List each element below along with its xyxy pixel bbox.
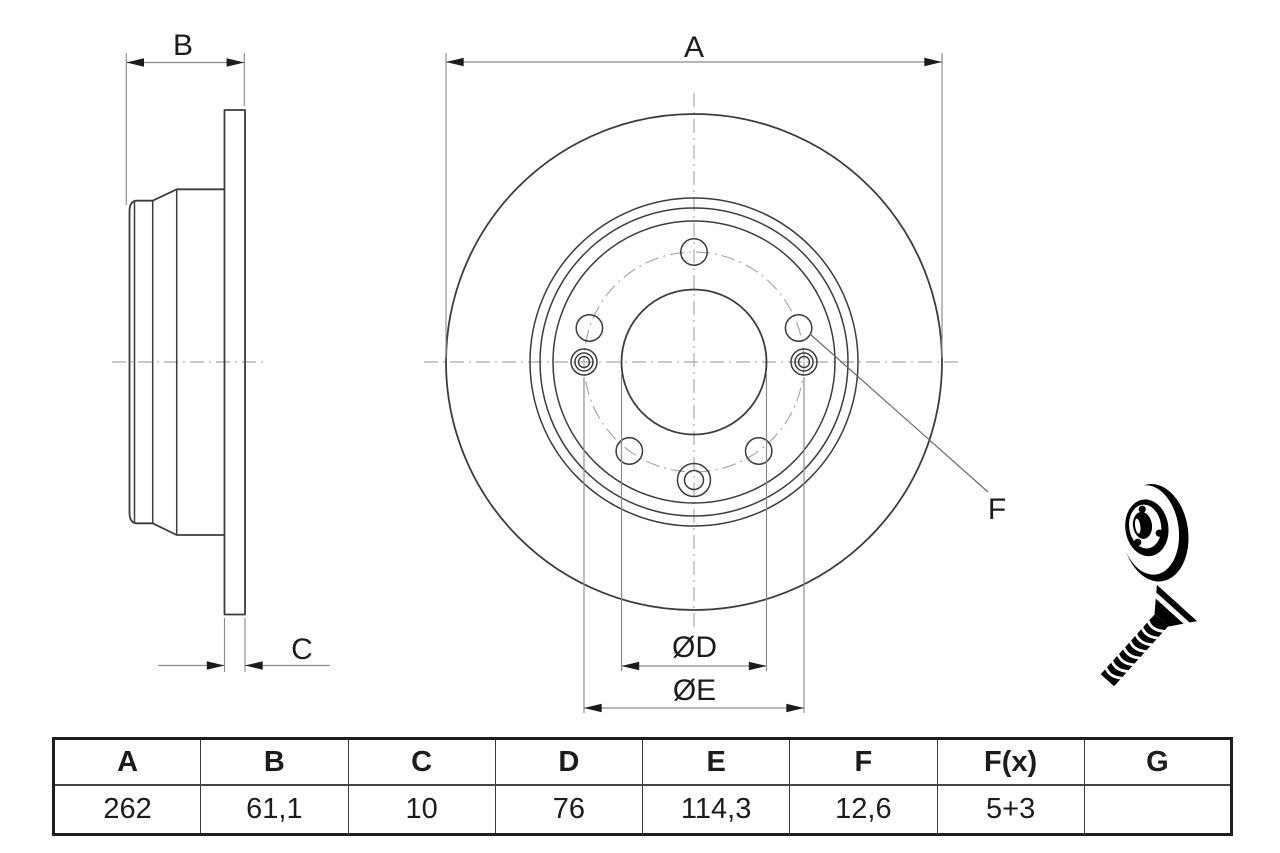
dim-e-arrow-right — [786, 703, 804, 713]
table-value-cell — [1083, 784, 1233, 835]
hub-transition-circle — [539, 207, 849, 517]
table-header-cell: G — [1083, 738, 1233, 786]
leader-f: F — [809, 333, 1006, 526]
screw-hole — [570, 348, 598, 376]
dim-d-arrow-right — [748, 661, 767, 671]
bolt-hole — [680, 238, 708, 266]
dim-d-extension-lines — [620, 372, 768, 671]
dim-e-extension-lines — [583, 377, 805, 713]
dim-b-arrow-right — [226, 58, 245, 67]
leader-f-line — [809, 333, 989, 493]
dim-b-extension-lines — [125, 53, 245, 205]
table-header-cell: D — [494, 738, 644, 786]
dim-a-arrow-right — [924, 57, 942, 67]
leader-f-label: F — [988, 493, 1006, 526]
table-header-cell: F — [789, 738, 938, 786]
centerlines — [112, 93, 963, 627]
bolt-hole — [744, 437, 773, 465]
dim-b-arrow-left — [126, 58, 144, 67]
center-bore-circle — [620, 288, 768, 436]
dim-d-arrow-left — [621, 661, 640, 671]
screw-icon — [1100, 584, 1198, 687]
table-value-cell: 114,3 — [641, 784, 791, 835]
bolt-hole — [575, 314, 604, 342]
screw-hole — [676, 462, 712, 498]
bolt-hole — [615, 437, 644, 465]
dim-e-label: ØE — [673, 674, 716, 707]
dim-a-arrow-left — [446, 57, 464, 67]
dimension-a: A — [445, 31, 943, 358]
table-header-cell: B — [200, 738, 349, 786]
table-value-cell: 10 — [347, 784, 496, 835]
outer-diameter-circle — [445, 113, 943, 611]
hub-flange-circle — [552, 220, 836, 504]
table-header-cell: F(x) — [936, 738, 1085, 786]
table-header-row: A B C D E F F(x) G — [52, 738, 1233, 786]
table-header-cell: C — [347, 738, 496, 786]
table-value-cell: 76 — [494, 784, 644, 835]
dimension-e: ØE — [583, 377, 805, 713]
table-value-cell: 61,1 — [200, 784, 349, 835]
dim-d-label: ØD — [672, 631, 717, 664]
hub-profile — [128, 188, 225, 536]
side-view — [128, 109, 246, 616]
table-value-cell: 262 — [52, 784, 202, 835]
dimension-table: A B C D E F F(x) G 262 61,1 10 76 114,3 … — [52, 737, 1233, 836]
table-value-row: 262 61,1 10 76 114,3 12,6 5+3 — [52, 784, 1233, 835]
bolt-hole — [784, 314, 813, 342]
dimension-d: ØD — [620, 372, 768, 671]
disc-plate-profile — [223, 109, 246, 616]
hub-step-lines — [133, 189, 178, 535]
screw-hole — [790, 348, 818, 376]
table-value-cell: 12,6 — [789, 784, 938, 835]
dim-c-extension-lines — [223, 618, 246, 672]
brake-disc-icon — [1120, 483, 1189, 582]
dim-c-arrow-left — [206, 661, 225, 670]
dim-b-label: B — [173, 29, 193, 62]
table-header-cell: A — [52, 738, 202, 786]
table-header-cell: E — [641, 738, 791, 786]
dim-a-extension-lines — [445, 53, 943, 358]
friction-ring-edge-circle — [529, 197, 859, 527]
bolt-circle — [583, 251, 805, 473]
dimension-b: B — [125, 29, 245, 205]
dim-c-arrow-right — [245, 661, 263, 670]
dim-c-label: C — [291, 633, 313, 666]
dimension-c: C — [158, 618, 330, 672]
front-view — [445, 113, 943, 611]
dim-a-label: A — [684, 31, 704, 64]
table-value-cell: 5+3 — [936, 784, 1085, 835]
dim-e-arrow-left — [584, 703, 602, 713]
